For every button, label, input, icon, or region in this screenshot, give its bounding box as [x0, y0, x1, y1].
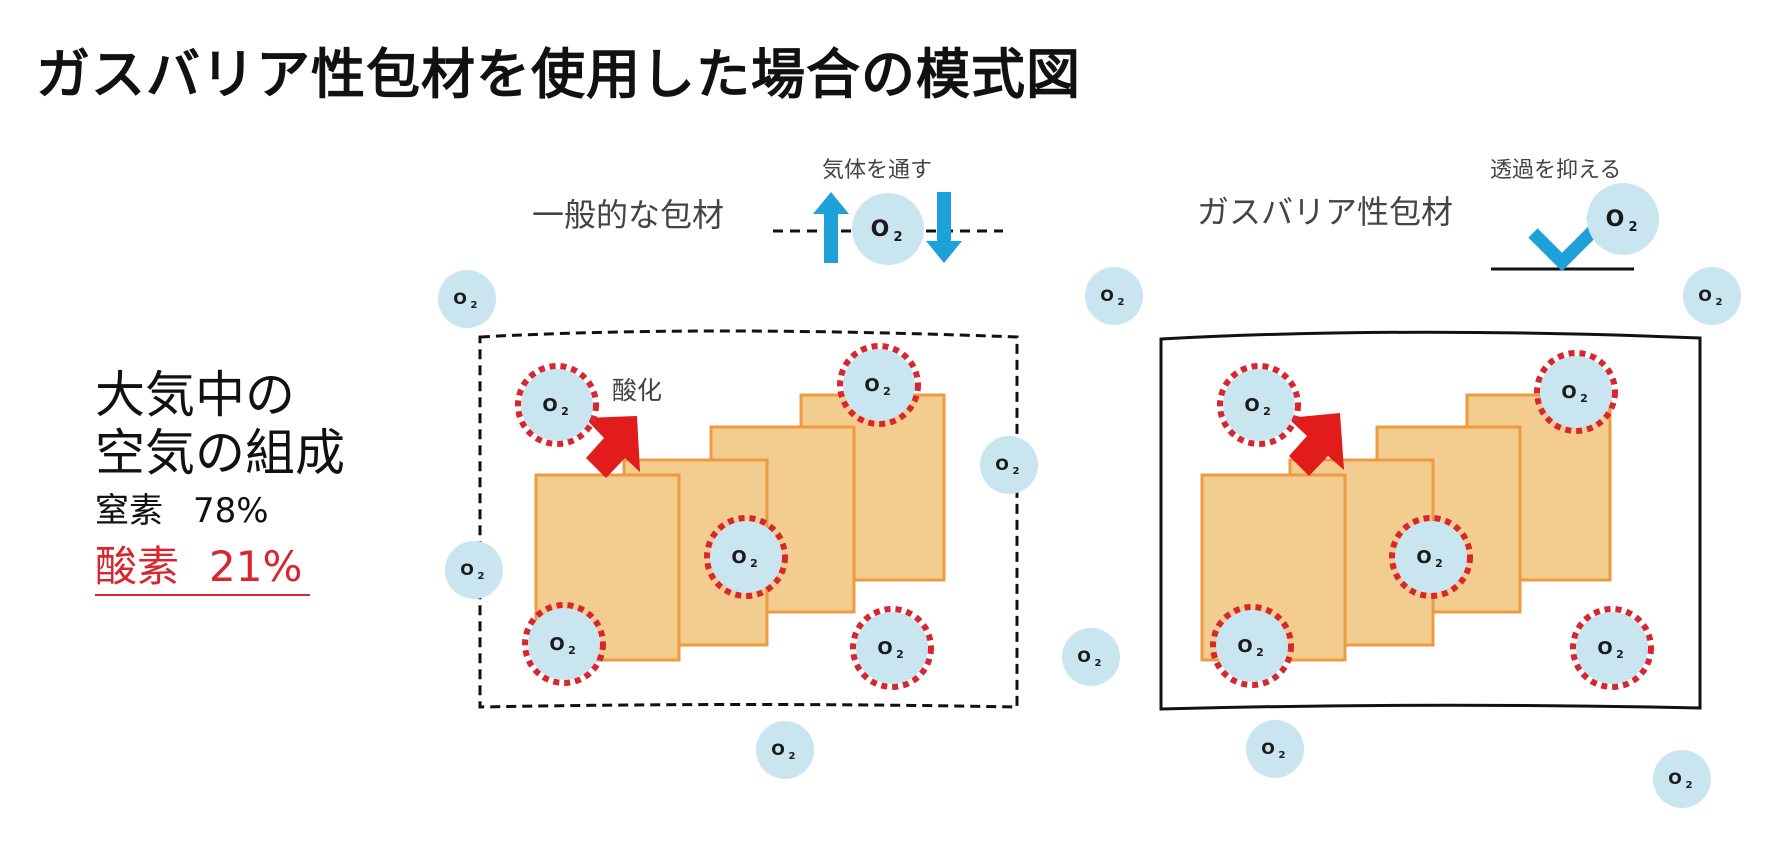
left-panel-note: 気体を通す: [822, 158, 932, 183]
o2-molecule: [1587, 183, 1659, 255]
barrier-package-outline: [1159, 330, 1702, 711]
o2-molecule: [756, 721, 814, 779]
barrier-icon: [1491, 183, 1659, 272]
legend-nitrogen-row: 窒素 78%: [95, 488, 345, 534]
oxygen-value: 21%: [209, 542, 303, 591]
page-title: ガスバリア性包材を使用した場合の模式図: [36, 43, 1081, 106]
oxygen-label: 酸素: [95, 542, 180, 591]
left-panel-ordinary-packaging: 一般的な包材 気体を通す 酸化: [438, 158, 1143, 779]
arrow-down-icon: [926, 192, 962, 263]
o2-molecule: [518, 366, 596, 444]
o2-molecule: [1062, 628, 1120, 686]
oxidation-label: 酸化: [612, 376, 662, 405]
o2-molecule: [1653, 750, 1711, 808]
o2-molecule: [445, 541, 503, 599]
permeation-icon: [773, 192, 1003, 265]
o2-molecule: [1573, 609, 1651, 687]
legend-heading-line2: 空気の組成: [95, 424, 345, 482]
o2-molecule: [853, 609, 931, 687]
o2-molecule: [1085, 267, 1143, 325]
o2-molecule: [980, 436, 1038, 494]
nitrogen-label: 窒素: [95, 491, 163, 531]
o2-molecule: [1683, 267, 1741, 325]
left-panel-label: 一般的な包材: [532, 196, 724, 234]
legend-oxygen-row: 酸素 21%: [95, 540, 311, 596]
right-panel-note: 透過を抑える: [1490, 158, 1621, 183]
oxidation-arrow-icon: [585, 416, 640, 478]
o2-molecule: [1246, 720, 1304, 778]
right-panel-label: ガスバリア性包材: [1197, 193, 1453, 231]
right-panel-gas-barrier-packaging: ガスバリア性包材 透過を抑える: [1159, 158, 1741, 808]
arrow-up-icon: [813, 192, 849, 263]
o2-molecule: [1220, 366, 1298, 444]
o2-molecule: [852, 193, 924, 265]
ordinary-package-outline: [478, 329, 1019, 709]
oxidation-arrow-icon: [1288, 413, 1344, 476]
legend-heading-line1: 大気中の: [95, 366, 295, 424]
air-composition-legend: 大気中の 空気の組成 窒素 78% 酸素 21%: [95, 366, 345, 596]
nitrogen-value: 78%: [193, 491, 269, 531]
o2-molecule: [438, 270, 496, 328]
